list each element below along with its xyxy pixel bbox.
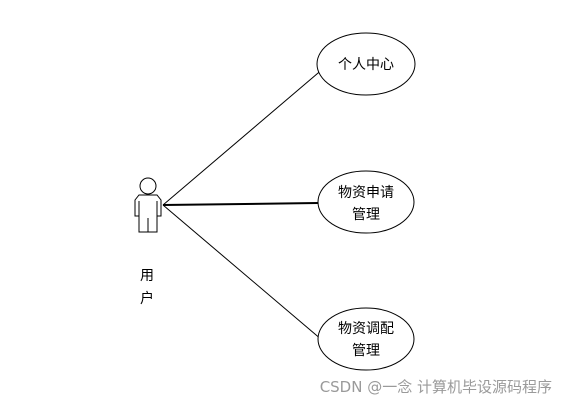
actor-label-line1: 用 [140, 268, 154, 284]
actor-user-figure [134, 177, 162, 233]
actor-label-line2: 户 [140, 290, 154, 307]
watermark-text: CSDN @一念 计算机毕设源码程序 [320, 378, 552, 396]
use-case-ellipse-personal-center [316, 32, 416, 96]
actor-head [139, 177, 157, 195]
use-case-label-material-application-line2: 管理 [352, 207, 380, 223]
association-line-material-allocation [162, 204, 323, 341]
use-case-material-application: 物资申请 管理 [317, 170, 415, 234]
use-case-label-personal-center: 个人中心 [338, 57, 394, 73]
use-case-ellipse-material-allocation [317, 307, 415, 371]
use-case-ellipse-material-application [317, 170, 415, 234]
association-line-material-application [162, 202, 319, 206]
use-case-personal-center: 个人中心 [316, 32, 416, 96]
actor-body [134, 194, 162, 233]
use-case-label-material-allocation-line1: 物资调配 [338, 321, 394, 337]
association-line-personal-center [162, 61, 332, 206]
use-case-material-allocation: 物资调配 管理 [317, 307, 415, 371]
use-case-label-material-application-line1: 物资申请 [338, 185, 394, 201]
use-case-label-material-allocation-line2: 管理 [352, 343, 380, 359]
